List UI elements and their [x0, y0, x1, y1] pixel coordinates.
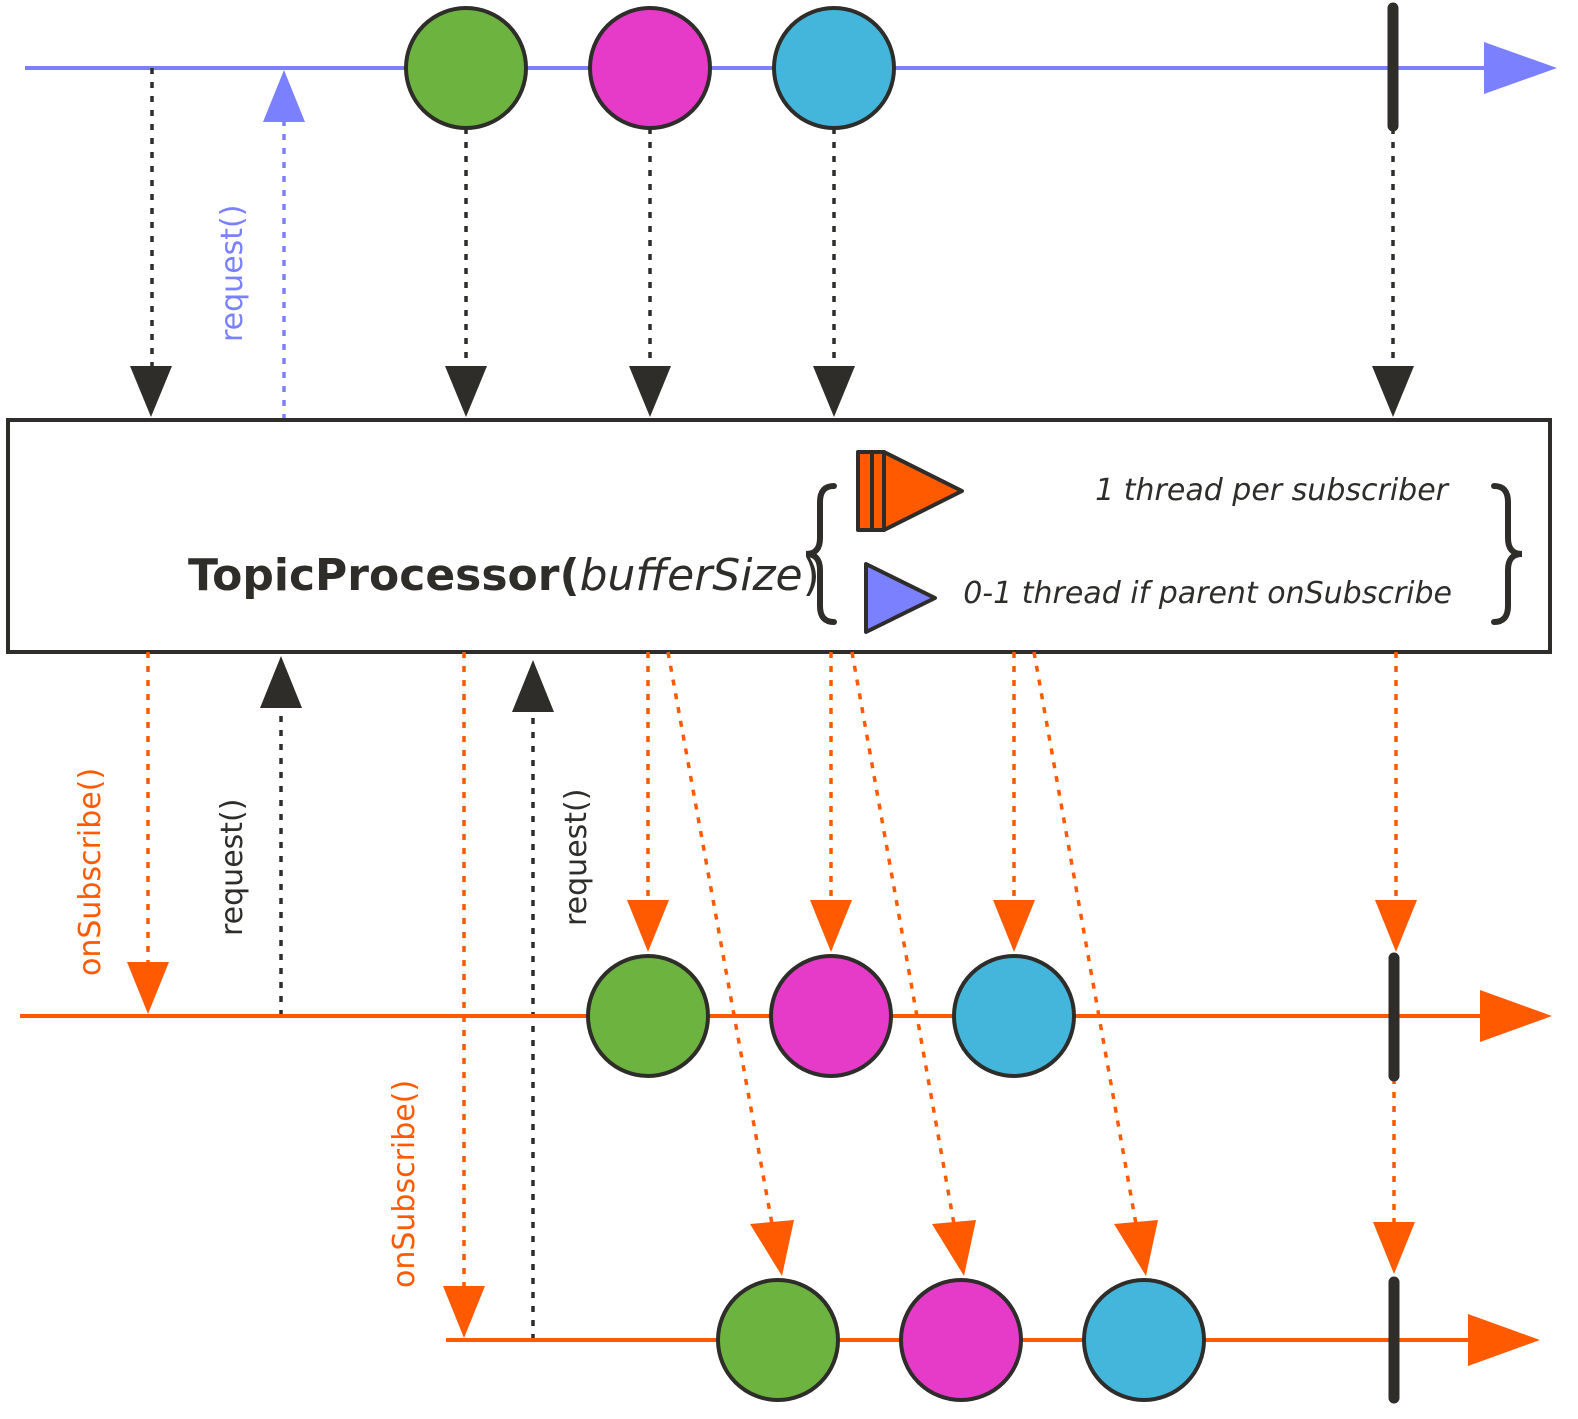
legend-single-thread: 0-1 thread if parent onSubscribe	[963, 576, 1452, 611]
processor-param: bufferSize	[580, 550, 803, 601]
legend-multi-thread: 1 thread per subscriber	[1095, 473, 1450, 508]
sub2-magenta-line	[850, 651, 956, 1225]
upstream-arrowhead	[1484, 42, 1557, 94]
arrowhead-down	[1372, 366, 1414, 417]
right-brace	[1491, 483, 1523, 625]
marble-green	[586, 954, 710, 1078]
arrowhead-down	[813, 366, 855, 417]
subscriber1-timeline	[20, 990, 1552, 1042]
marble-green	[404, 6, 528, 130]
sub1-request-label: request()	[215, 799, 250, 936]
arrowhead-down-orange	[1375, 900, 1417, 952]
sub2-cyan-line	[1032, 651, 1138, 1225]
arrowhead-down-orange	[750, 1220, 794, 1276]
sub2-request-label: request()	[559, 789, 594, 926]
arrowhead-down	[130, 366, 172, 417]
upstream-timeline	[25, 42, 1557, 94]
sub2-onsubscribe-label: onSubscribe()	[387, 1080, 422, 1288]
subscriber1-arrowhead	[1480, 990, 1552, 1042]
arrowhead-down-orange	[443, 1286, 485, 1338]
sub1-onsubscribe-label: onSubscribe()	[73, 768, 108, 976]
subscriber1-marbles	[586, 954, 1076, 1078]
processor-title: TopicProcessor(bufferSize)	[188, 550, 820, 601]
marble-magenta	[899, 1278, 1023, 1402]
play-icon	[864, 562, 937, 634]
marble-magenta	[769, 954, 893, 1078]
processor-name: TopicProcessor(	[188, 550, 580, 601]
marble-cyan	[952, 954, 1076, 1078]
arrowhead-down-orange	[810, 900, 852, 952]
arrowhead-down-orange	[932, 1220, 976, 1276]
arrowhead-down-orange	[627, 900, 669, 952]
upstream-marbles	[404, 6, 896, 130]
arrowhead-down-orange	[1373, 1222, 1415, 1274]
marble-green	[716, 1278, 840, 1402]
left-brace	[805, 483, 837, 625]
subscriber2-arrowhead	[1468, 1314, 1540, 1366]
subscriber2-marbles	[716, 1278, 1206, 1402]
marble-magenta	[588, 6, 712, 130]
arrowhead-down-orange	[1114, 1220, 1158, 1276]
upstream-request-label: request()	[215, 205, 250, 342]
triple-play-icon	[856, 450, 964, 532]
processor-box	[6, 418, 1552, 654]
arrowhead-up-dark	[512, 660, 554, 712]
arrowhead-down	[445, 366, 487, 417]
marble-cyan	[772, 6, 896, 130]
sub2-green-line	[666, 651, 774, 1225]
arrowhead-down-orange	[127, 962, 169, 1014]
arrowhead-down	[629, 366, 671, 417]
marble-cyan	[1082, 1278, 1206, 1402]
arrowhead-down-orange	[993, 900, 1035, 952]
processor-close: )	[803, 550, 820, 601]
arrowhead-up-request	[263, 70, 305, 122]
arrowhead-up-dark	[260, 656, 302, 708]
